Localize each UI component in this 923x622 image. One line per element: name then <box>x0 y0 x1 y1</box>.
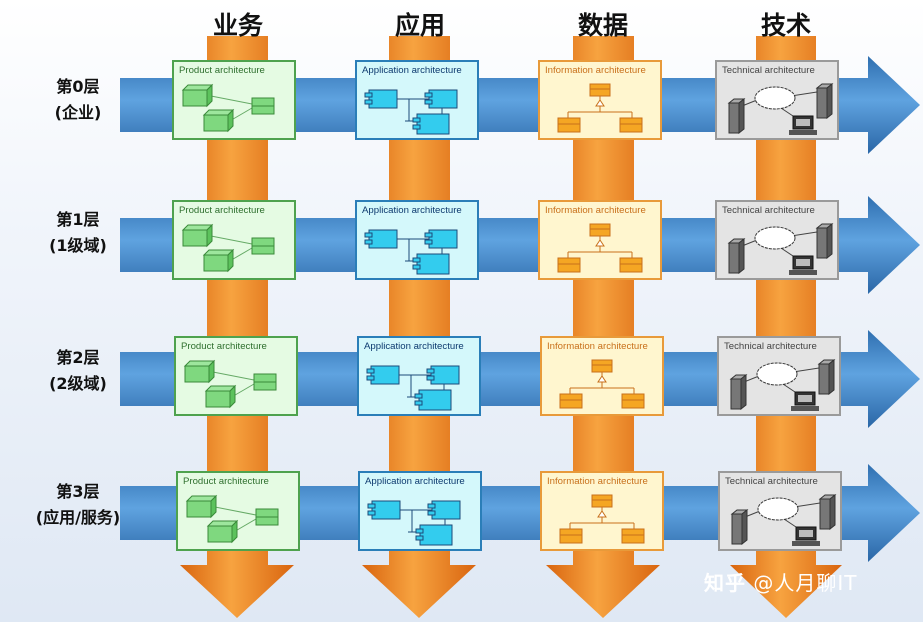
row-label-3: 第3层 (应用/服务) <box>4 479 152 531</box>
product-boxes-icon <box>181 223 275 273</box>
panel-title: Application architecture <box>362 205 462 216</box>
row-label-1: 第1层 (1级域) <box>4 207 152 259</box>
panel-title: Product architecture <box>181 341 267 352</box>
application-architecture-panel: Application architecture <box>355 200 479 280</box>
zhihu-logo: 知乎 <box>704 571 746 595</box>
application-architecture-panel: Application architecture <box>358 471 482 551</box>
information-hierarchy-icon <box>557 83 643 133</box>
panel-title: Application architecture <box>365 476 465 487</box>
network-servers-icon <box>729 358 836 411</box>
product-architecture-panel: Product architecture <box>174 336 298 416</box>
panel-title: Application architecture <box>364 341 464 352</box>
column-header-application: 应用 <box>394 11 445 40</box>
network-servers-icon <box>727 222 834 275</box>
technical-architecture-panel: Technical architecture <box>717 336 841 416</box>
application-architecture-panel: Application architecture <box>355 60 479 140</box>
row-label-0: 第0层 (企业) <box>4 74 152 126</box>
row-level: 第1层 <box>56 210 100 229</box>
panel-title: Application architecture <box>362 65 462 76</box>
row-scope: (2级域) <box>49 374 107 393</box>
panel-title: Technical architecture <box>722 205 815 216</box>
panel-title: Technical architecture <box>725 476 818 487</box>
product-boxes-icon <box>181 83 275 133</box>
application-components-icon <box>366 365 460 411</box>
panel-title: Information architecture <box>545 205 646 216</box>
information-architecture-panel: Information architecture <box>540 471 664 551</box>
technical-architecture-panel: Technical architecture <box>718 471 842 551</box>
row-level: 第3层 <box>56 482 100 501</box>
network-servers-icon <box>727 82 834 135</box>
information-architecture-panel: Information architecture <box>538 200 662 280</box>
panel-title: Product architecture <box>179 205 265 216</box>
product-architecture-panel: Product architecture <box>176 471 300 551</box>
panel-title: Product architecture <box>183 476 269 487</box>
panel-title: Technical architecture <box>724 341 817 352</box>
column-header-data: 数据 <box>577 11 628 40</box>
application-components-icon <box>364 89 458 135</box>
information-architecture-panel: Information architecture <box>538 60 662 140</box>
watermark: 知乎 @人月聊IT <box>704 567 857 596</box>
product-architecture-panel: Product architecture <box>172 60 296 140</box>
panel-title: Information architecture <box>547 476 648 487</box>
information-hierarchy-icon <box>559 494 645 544</box>
information-hierarchy-icon <box>559 359 645 409</box>
column-header-business: 业务 <box>212 11 263 40</box>
column-header-technology: 技术 <box>760 11 811 40</box>
panel-title: Information architecture <box>547 341 648 352</box>
technical-architecture-panel: Technical architecture <box>715 200 839 280</box>
technical-architecture-panel: Technical architecture <box>715 60 839 140</box>
panel-title: Product architecture <box>179 65 265 76</box>
application-components-icon <box>367 500 461 546</box>
information-architecture-panel: Information architecture <box>540 336 664 416</box>
application-architecture-panel: Application architecture <box>357 336 481 416</box>
network-servers-icon <box>730 493 837 546</box>
author-handle: @人月聊IT <box>753 571 858 595</box>
panel-title: Technical architecture <box>722 65 815 76</box>
product-boxes-icon <box>185 494 279 544</box>
information-hierarchy-icon <box>557 223 643 273</box>
row-scope: (1级域) <box>49 236 107 255</box>
product-architecture-panel: Product architecture <box>172 200 296 280</box>
row-level: 第2层 <box>56 348 100 367</box>
row-scope: (企业) <box>54 103 102 122</box>
row-label-2: 第2层 (2级域) <box>4 345 152 397</box>
product-boxes-icon <box>183 359 277 409</box>
application-components-icon <box>364 229 458 275</box>
row-level: 第0层 <box>56 77 100 96</box>
row-scope: (应用/服务) <box>35 508 121 527</box>
panel-title: Information architecture <box>545 65 646 76</box>
